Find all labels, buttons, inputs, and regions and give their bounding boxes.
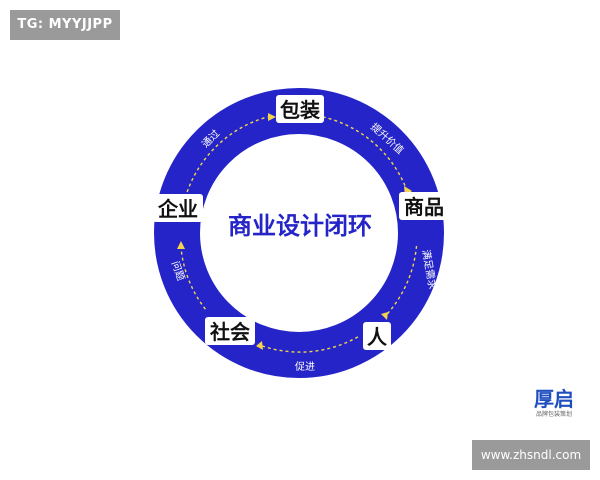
arrowhead-to-person bbox=[381, 312, 388, 320]
node-bg-society bbox=[205, 317, 255, 345]
node-packaging: 包装 bbox=[280, 98, 320, 122]
arc-packaging-to-product bbox=[322, 116, 409, 194]
arrowhead-to-enterprise bbox=[177, 241, 185, 249]
brand-subtitle: 品牌包装策划 bbox=[535, 411, 572, 418]
arc-product-to-person bbox=[385, 245, 418, 317]
node-backgrounds bbox=[153, 95, 449, 350]
watermark-tag-top: TG: MYYJJPP bbox=[10, 10, 120, 40]
node-person: 人 bbox=[367, 325, 388, 349]
loop-arrowheads bbox=[177, 113, 412, 350]
center-title: 商业设计闭环 bbox=[228, 212, 372, 240]
watermark-tag-bottom: www.zhsndl.com bbox=[472, 440, 590, 470]
arrowhead-to-packaging bbox=[268, 113, 276, 121]
node-bg-product bbox=[399, 192, 449, 220]
arc-person-to-society bbox=[259, 336, 359, 353]
node-enterprise: 企业 bbox=[157, 197, 198, 221]
edge-label-promote: 促进 bbox=[295, 360, 315, 373]
node-bg-packaging bbox=[276, 95, 324, 123]
brand-logo: 厚启 bbox=[534, 387, 574, 411]
arrowhead-to-society bbox=[256, 341, 263, 350]
node-society: 社会 bbox=[209, 320, 250, 344]
node-product: 商品 bbox=[404, 195, 444, 219]
brand-logo-block: 厚启 品牌包装策划 bbox=[521, 388, 587, 420]
node-bg-person bbox=[363, 322, 391, 350]
node-bg-enterprise bbox=[153, 194, 203, 222]
